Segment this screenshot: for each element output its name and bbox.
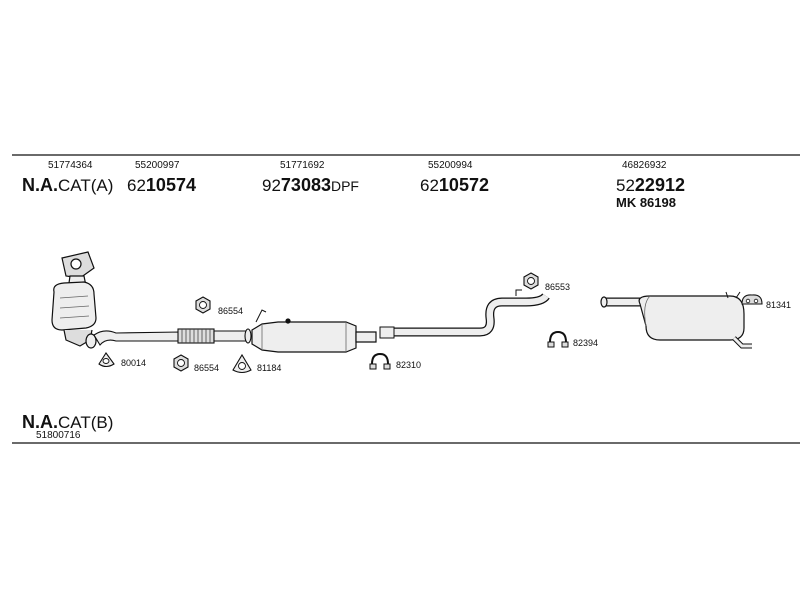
article-front-pipe-number: 10574 [145,175,196,195]
part-label-80014: 80014 [121,358,147,368]
mounting-kit: MK 86198 [616,195,676,210]
rear-silencer [600,291,752,349]
part-ref-catalyst-b: 51800716 [36,430,81,441]
intermediate-pipe [379,289,550,339]
part-label-86553: 86553 [545,282,571,292]
article-front-pipe-prefix: 62 [127,176,146,195]
front-pipe [93,328,252,346]
gasket-icon [98,352,115,368]
variant-cat-b-bold: N.A. [22,412,58,432]
part-label-82394: 82394 [573,338,599,348]
article-dpf-prefix: 92 [262,176,281,195]
part-ref-front-pipe: 55200997 [135,160,180,171]
part-label-82310: 82310 [396,360,422,370]
article-rear-silencer-prefix: 52 [616,176,635,195]
article-rear-silencer: 5222912 [616,176,685,194]
part-ref-dpf: 51771692 [280,160,325,171]
part-ref-rear-silencer: 46826932 [622,160,667,171]
article-intermediate-pipe-number: 10572 [438,175,489,195]
nut-icon [195,296,211,314]
diesel-particulate-filter [251,309,377,353]
variant-cat-a: N.A.CAT(A) [22,176,113,194]
article-dpf: 9273083DPF [262,176,359,194]
article-dpf-suffix: DPF [330,178,359,194]
article-dpf-number: 73083 [280,175,331,195]
catalytic-converter [51,251,97,349]
variant-cat-a-bold: N.A. [22,175,58,195]
part-label-81341: 81341 [766,300,792,310]
part-label-86554-bottom: 86554 [194,363,220,373]
article-front-pipe: 6210574 [127,176,196,194]
variant-cat-a-rest: CAT(A) [58,176,114,195]
nut-icon [523,272,539,290]
part-label-81184: 81184 [257,363,282,373]
part-label-86554-top: 86554 [218,306,244,316]
clamp-icon [547,330,569,348]
article-intermediate-pipe: 6210572 [420,176,489,194]
clamp-icon [369,352,391,370]
gasket-icon [232,353,252,374]
nut-icon [173,354,189,372]
article-rear-silencer-number: 22912 [634,175,685,195]
rubber-hanger-icon [741,294,763,305]
part-ref-intermediate-pipe: 55200994 [428,160,473,171]
part-ref-catalyst: 51774364 [48,160,93,171]
article-intermediate-pipe-prefix: 62 [420,176,439,195]
variant-cat-b-rest: CAT(B) [58,413,114,432]
variant-cat-b: N.A.CAT(B) [22,413,113,431]
